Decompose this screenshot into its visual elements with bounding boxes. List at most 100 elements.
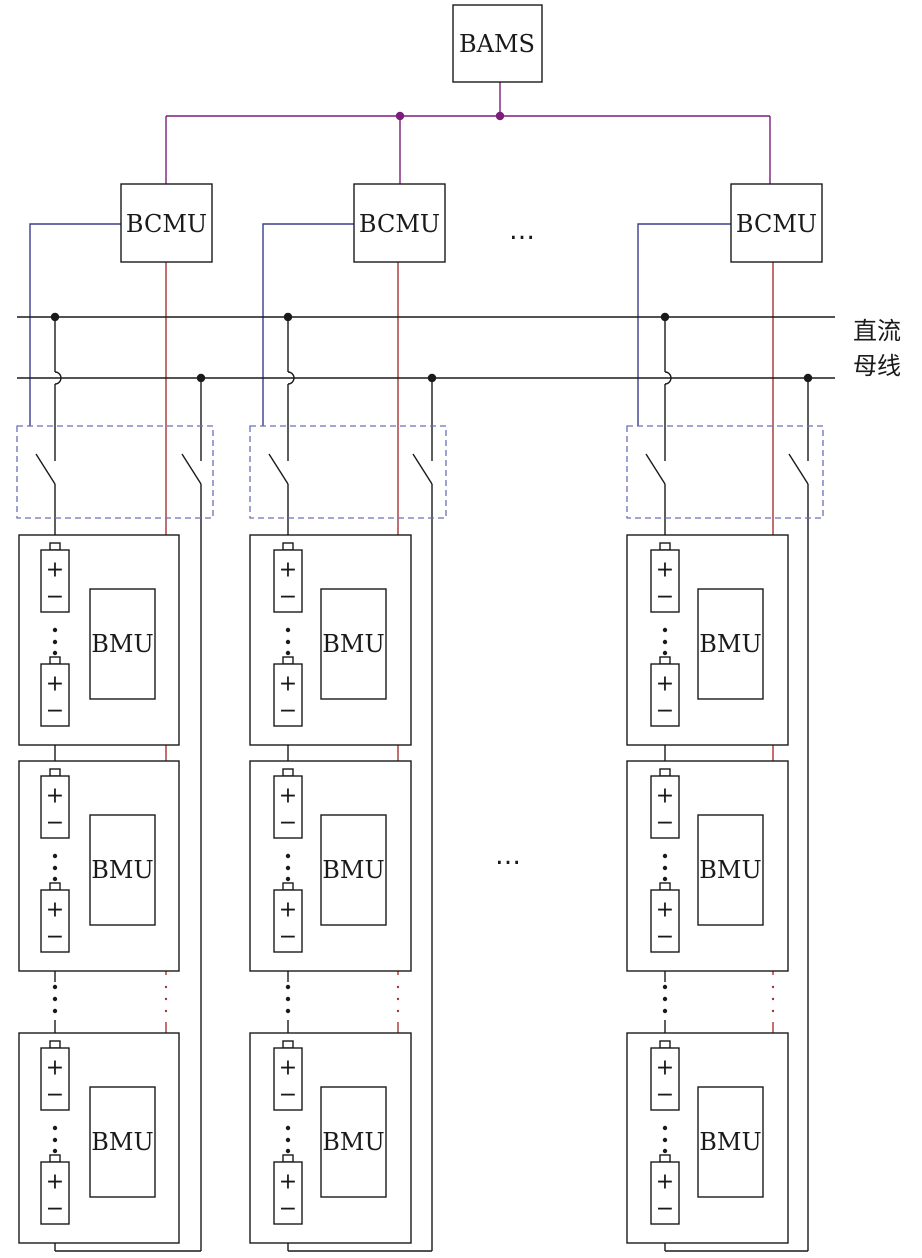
cell-plus-sign: + [656, 1170, 674, 1195]
cell-plus-sign: + [46, 672, 64, 697]
cell-plus-sign: + [656, 1056, 674, 1081]
cell-minus-sign: − [279, 1197, 297, 1222]
bcmu-label: BCMU [736, 210, 817, 238]
cell-ellipsis-dot [285, 876, 291, 882]
cell-ellipsis-dot [285, 1125, 291, 1131]
battery-cell [40, 1161, 70, 1225]
cell-terminal-cap [282, 768, 294, 777]
cell-ellipsis-dot [52, 1148, 58, 1154]
cell-ellipsis-dot [285, 650, 291, 656]
cell-ellipsis-dot [285, 639, 291, 645]
cell-terminal-cap [49, 768, 61, 777]
cell-minus-sign: − [279, 585, 297, 610]
switch-enclosure [16, 425, 214, 519]
dc-bus-label: 母线 [853, 352, 901, 380]
battery-cell [273, 1047, 303, 1111]
cell-terminal-cap [282, 1040, 294, 1049]
cell-plus-sign: + [656, 898, 674, 923]
positive-switch-blade [268, 453, 289, 485]
battery-cell [273, 889, 303, 953]
comm-ellipsis-dot [164, 1009, 168, 1013]
switch-enclosure [249, 425, 447, 519]
comm-ellipsis-dot [771, 985, 775, 989]
cell-terminal-cap [659, 882, 671, 891]
cell-ellipsis-dot [52, 650, 58, 656]
cell-plus-sign: + [46, 1056, 64, 1081]
cell-terminal-cap [49, 1154, 61, 1163]
cell-plus-sign: + [656, 784, 674, 809]
comm-junction-dot [495, 111, 505, 121]
cell-ellipsis-dot [662, 1137, 668, 1143]
bmu-label: BMU [91, 856, 153, 884]
battery-cell [650, 663, 680, 727]
cell-terminal-cap [282, 542, 294, 551]
battery-cell [40, 549, 70, 613]
cell-ellipsis-dot [662, 876, 668, 882]
cell-ellipsis-dot [662, 1125, 668, 1131]
cell-ellipsis-dot [52, 1137, 58, 1143]
module-ellipsis-dot [52, 984, 58, 990]
cell-ellipsis-dot [285, 1148, 291, 1154]
cell-minus-sign: − [279, 811, 297, 836]
battery-cell [650, 1047, 680, 1111]
battery-cell [40, 889, 70, 953]
comm-ellipsis-dot [164, 997, 168, 1001]
bcmu-box [353, 183, 446, 263]
cell-ellipsis-dot [52, 876, 58, 882]
cell-minus-sign: − [279, 925, 297, 950]
cell-terminal-cap [659, 1040, 671, 1049]
cell-terminal-cap [282, 656, 294, 665]
cell-ellipsis-dot [52, 627, 58, 633]
cell-ellipsis-dot [662, 639, 668, 645]
cell-ellipsis-dot [285, 627, 291, 633]
cell-minus-sign: − [46, 925, 64, 950]
bus-crossover-jumper [287, 371, 295, 385]
bmu-label: BMU [322, 1128, 384, 1156]
cell-ellipsis-dot [52, 639, 58, 645]
bcmu-label: BCMU [359, 210, 440, 238]
cluster-ellipsis: … [495, 841, 521, 871]
bmu-box [697, 1086, 764, 1198]
bcmu-label: BCMU [126, 210, 207, 238]
comm-ellipsis-dot [396, 1009, 400, 1013]
bmu-label: BMU [699, 630, 761, 658]
cell-ellipsis-dot [285, 1137, 291, 1143]
cell-plus-sign: + [46, 558, 64, 583]
bmu-box [89, 814, 156, 926]
bmu-label: BMU [91, 1128, 153, 1156]
module-ellipsis-dot [662, 1008, 668, 1014]
cell-plus-sign: + [279, 898, 297, 923]
component-boxes [16, 4, 824, 1244]
bmu-box [697, 588, 764, 700]
cell-plus-sign: + [46, 784, 64, 809]
cell-minus-sign: − [656, 1197, 674, 1222]
battery-cell [273, 1161, 303, 1225]
switch-enclosure [626, 425, 824, 519]
comm-ellipsis-dot [164, 985, 168, 989]
cell-minus-sign: − [46, 1197, 64, 1222]
cell-ellipsis-dot [662, 853, 668, 859]
cell-ellipsis-dot [52, 853, 58, 859]
cell-terminal-cap [659, 542, 671, 551]
battery-cell [40, 775, 70, 839]
battery-cell [650, 889, 680, 953]
battery-cell [650, 775, 680, 839]
cell-minus-sign: − [656, 699, 674, 724]
cell-terminal-cap [659, 656, 671, 665]
cell-terminal-cap [282, 1154, 294, 1163]
cell-terminal-cap [659, 768, 671, 777]
module-ellipsis-dot [285, 996, 291, 1002]
cell-plus-sign: + [279, 1170, 297, 1195]
battery-cell [40, 1047, 70, 1111]
cell-terminal-cap [49, 656, 61, 665]
module-ellipsis-dot [285, 984, 291, 990]
bmu-label: BMU [699, 1128, 761, 1156]
battery-cell [273, 775, 303, 839]
cell-ellipsis-dot [52, 865, 58, 871]
cell-minus-sign: − [46, 811, 64, 836]
module-ellipsis-dot [52, 996, 58, 1002]
comm-ellipsis-dot [771, 997, 775, 1001]
cell-minus-sign: − [46, 585, 64, 610]
bcmu-switch-control-line [637, 223, 731, 426]
